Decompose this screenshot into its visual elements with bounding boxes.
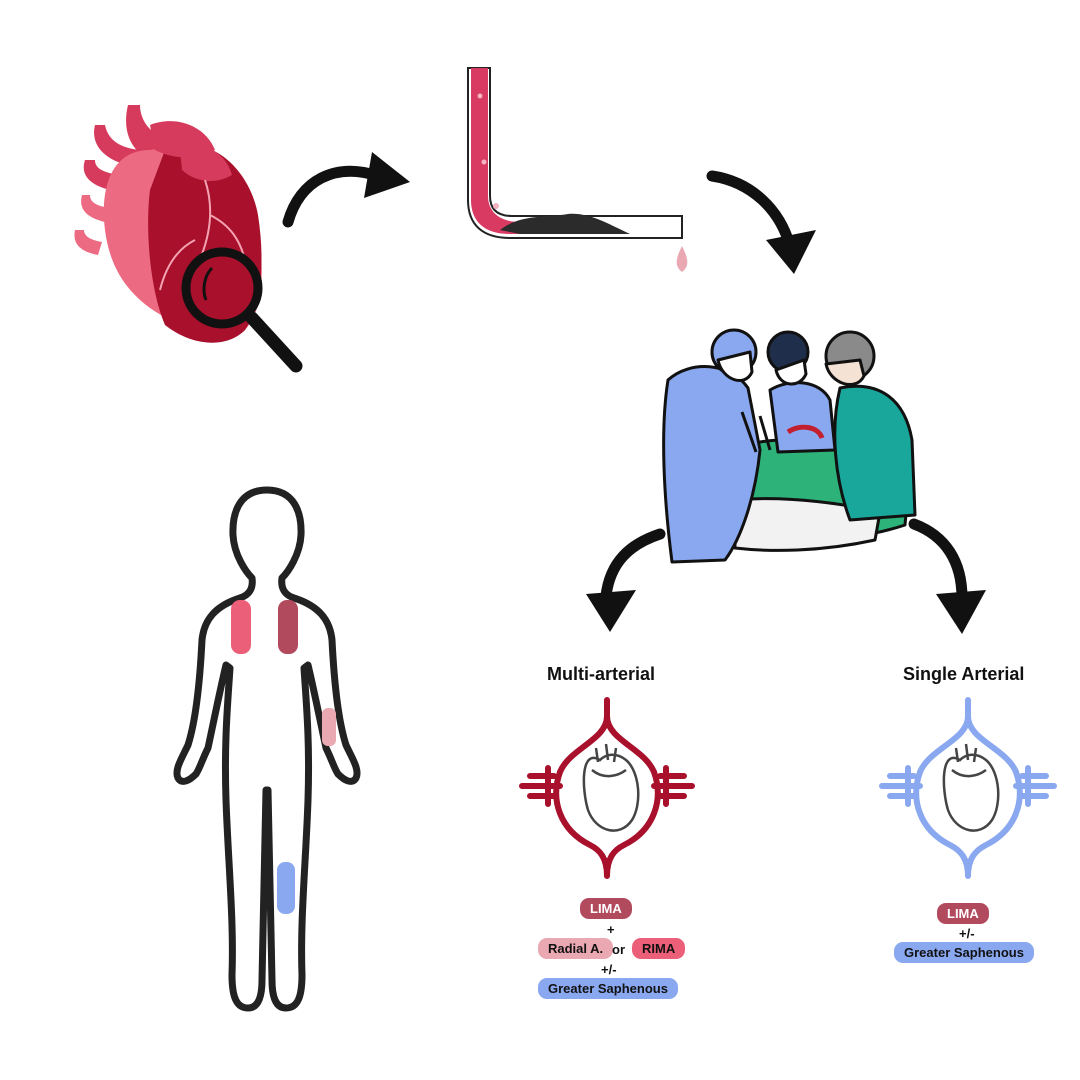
multi-plusminus: +/- <box>601 962 617 977</box>
multi-saphenous-pill: Greater Saphenous <box>538 978 678 999</box>
arrow-heart-to-artery <box>282 165 384 228</box>
graft-site-radial <box>322 708 336 746</box>
body-graft-sites-icon <box>173 486 361 1012</box>
arrow-to-single-arterial <box>908 518 968 604</box>
multi-lima-pill: LIMA <box>580 898 632 919</box>
multi-or: or <box>612 942 625 957</box>
multi-arterial-heart-icon <box>519 697 695 879</box>
multi-plus: + <box>607 922 615 937</box>
graft-site-lima <box>231 600 251 654</box>
multi-radial-pill: Radial A. <box>538 938 614 959</box>
heart-magnifier-icon <box>74 105 303 373</box>
surgical-team-icon <box>662 328 917 564</box>
multi-heart-outline-icon <box>582 743 640 832</box>
multi-arterial-title: Multi-arterial <box>547 664 656 684</box>
clogged-artery-icon <box>467 67 688 272</box>
graft-site-saphenous <box>277 862 295 914</box>
single-heart-outline-icon <box>942 743 1000 832</box>
single-lima-pill: LIMA <box>937 903 989 924</box>
multi-rima-pill: RIMA <box>632 938 686 959</box>
single-arterial-title: Single Arterial <box>903 664 1025 684</box>
single-arterial-heart-icon <box>879 697 1057 879</box>
single-plusminus: +/- <box>959 926 975 941</box>
graft-site-rima <box>278 600 298 654</box>
single-saphenous-pill: Greater Saphenous <box>894 942 1034 963</box>
arrow-to-multi-arterial <box>600 528 666 602</box>
arrow-artery-to-surgery <box>706 170 796 252</box>
